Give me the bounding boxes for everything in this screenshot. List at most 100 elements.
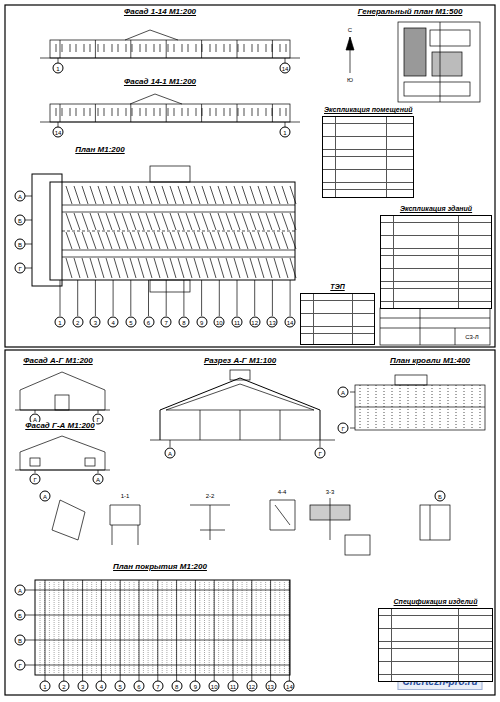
drawing-line [258, 232, 264, 249]
drawing-line [258, 213, 264, 230]
drawing-line [130, 104, 131, 122]
axis-bubble: 9 [190, 681, 201, 692]
drawing-line [472, 385, 473, 430]
axis-bubble: Г [338, 423, 349, 434]
drawing-line [213, 582, 214, 673]
drawing-line [162, 186, 168, 204]
drawing-line [244, 108, 245, 116]
drawing-line [66, 213, 72, 230]
drawing-line [274, 232, 280, 249]
drawing-line [138, 258, 144, 278]
drawing-line [40, 582, 41, 673]
drawing-line [110, 582, 111, 673]
drawing-line [270, 580, 271, 681]
drawing-line [376, 385, 377, 430]
drawing-line [237, 582, 238, 673]
view-title: План покрытия М1:200 [111, 563, 209, 571]
view-title: Фасад 14-1 М1:200 [122, 78, 198, 86]
drawing-line [66, 258, 72, 278]
axis-bubble: А [338, 387, 349, 398]
axis-bubble: 7 [161, 317, 172, 328]
axis-bubble: 10 [209, 681, 220, 692]
drawing-line [384, 385, 385, 430]
drawing-line [230, 44, 231, 52]
table-block: Спецификация изделий [378, 598, 493, 682]
axis-bubble: 1 [55, 317, 66, 328]
drawing-line [360, 385, 361, 430]
drawing-line [289, 580, 290, 681]
drawing-line [178, 232, 184, 249]
drawing-line [82, 232, 88, 249]
axis-bubble: 7 [152, 681, 163, 692]
drawing-line [254, 280, 255, 316]
callout-text: 4-4 [277, 489, 288, 495]
drawing-line [118, 108, 119, 116]
drawing-line [60, 40, 61, 58]
drawing-line [282, 258, 288, 278]
drawing-line [114, 213, 120, 230]
drawing-line [119, 582, 120, 673]
drawing-line [274, 258, 280, 278]
drawing-line [87, 582, 88, 673]
drawing-line [258, 258, 264, 278]
drawing-line [146, 186, 152, 204]
drawing-line [157, 582, 158, 673]
drawing-line [195, 580, 196, 681]
axis-bubble: 1 [53, 63, 64, 74]
drawing-line [90, 213, 96, 230]
drawing-line [272, 280, 273, 316]
drawing-line [448, 385, 449, 430]
drawing-line [232, 582, 233, 673]
drawing-line [25, 220, 32, 221]
drawing-line [286, 44, 287, 52]
drawing-line [251, 582, 252, 673]
drawing-line [114, 232, 120, 249]
drawing-line [49, 582, 50, 673]
drawing-line [214, 580, 215, 681]
axis-bubble: А [15, 191, 26, 202]
axis-bubble: 5 [125, 317, 136, 328]
drawing-line [130, 40, 131, 58]
axis-bubble: 6 [143, 317, 154, 328]
drawing-line [282, 232, 288, 249]
drawing-line [195, 582, 196, 673]
drawing-line [134, 582, 135, 673]
drawing-line [138, 186, 144, 204]
drawing-line [242, 213, 248, 230]
drawing-line [25, 196, 32, 197]
axis-bubble: 14 [284, 681, 295, 692]
drawing-line [246, 582, 247, 673]
drawing-line [196, 108, 197, 116]
drawing-line [25, 665, 290, 666]
drawing-line [218, 213, 224, 230]
drawing-line [252, 44, 253, 52]
drawing-line [234, 232, 240, 249]
axis-bubble: 11 [228, 681, 239, 692]
drawing-line [106, 232, 112, 249]
drawing-line [101, 582, 102, 673]
drawing-line [265, 582, 266, 673]
drawing-line [280, 108, 281, 116]
drawing-line [112, 108, 113, 116]
drawing-line [166, 582, 167, 673]
drawing-line [170, 186, 176, 204]
drawing-line [274, 186, 280, 204]
drawing-line [219, 280, 220, 316]
drawing-line [186, 232, 192, 249]
drawing-line [238, 44, 239, 52]
drawing-line [90, 44, 91, 52]
drawing-line [74, 186, 80, 204]
drawing-line [186, 213, 192, 230]
drawing-line [90, 186, 96, 204]
table-grid [378, 608, 493, 682]
drawing-line [60, 280, 61, 316]
axis-bubble: 8 [178, 317, 189, 328]
drawing-line [202, 213, 208, 230]
drawing-line [98, 258, 104, 278]
drawing-line [266, 44, 267, 52]
view-title: Фасад А-Г М1:200 [21, 357, 94, 365]
drawing-line [185, 582, 186, 673]
drawing-line [242, 258, 248, 278]
axis-bubble: Г [15, 263, 26, 274]
drawing-line [90, 232, 96, 249]
